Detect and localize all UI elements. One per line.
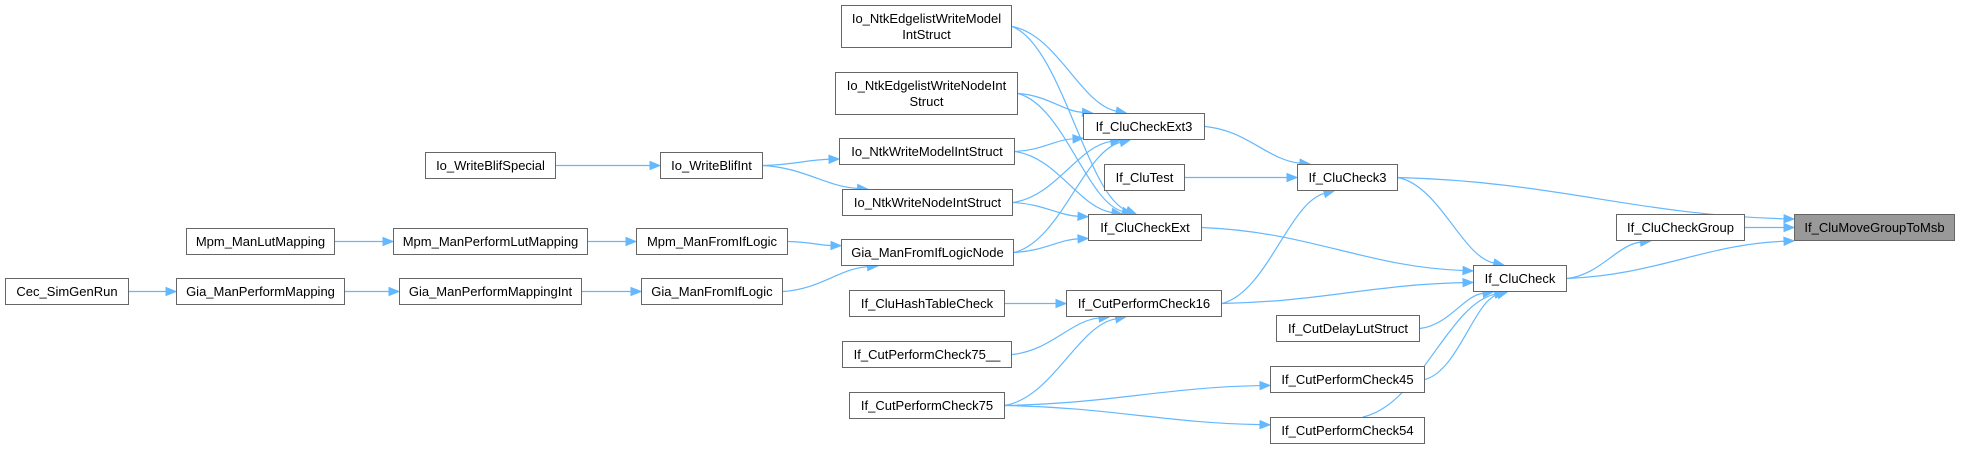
graph-node-if-cutperformcheck75[interactable]: If_CutPerformCheck75 [849,392,1005,419]
edge-cp75-to-cp16 [1004,318,1116,407]
edge-mfl-to-gfln [787,240,832,247]
edge-cce-to-cc [1201,226,1464,272]
graph-node-io-writeblifint[interactable]: Io_WriteBlifInt [660,152,763,179]
arrowhead-icon [630,286,643,297]
graph-node-io-ntkedgelistwritenodeintstruct[interactable]: Io_NtkEdgelistWriteNodeInt Struct [835,72,1018,115]
graph-node-mpm-manfromiflogic[interactable]: Mpm_ManFromIfLogic [636,228,788,255]
graph-node-if-clucheck[interactable]: If_CluCheck [1473,265,1567,292]
graph-node-cec-simgenrun[interactable]: Cec_SimGenRun [5,278,129,305]
edge-cce3-to-cc3 [1204,125,1300,164]
graph-node-if-cutperformcheck54[interactable]: If_CutPerformCheck54 [1270,417,1425,444]
arrowhead-icon [1055,298,1068,309]
graph-node-gia-manfromiflogicnode[interactable]: Gia_ManFromIfLogicNode [841,239,1014,266]
arrowhead-icon [1783,236,1796,247]
edge-cc-to-ccg [1566,241,1641,280]
edge-cp75-to-cp45 [1004,384,1261,407]
arrowhead-icon [649,160,662,171]
arrowhead-icon [388,286,401,297]
edge-nwn-to-cce3 [1012,140,1111,204]
graph-node-if-clucheckgroup[interactable]: If_CluCheckGroup [1616,214,1745,241]
edge-cp45-to-cc [1424,293,1498,381]
graph-node-if-cutperformcheck75--[interactable]: If_CutPerformCheck75__ [842,341,1012,368]
arrowhead-icon [382,236,395,247]
edge-ewm-to-cce3 [1011,25,1117,112]
arrowhead-icon [1259,380,1272,391]
graph-node-if-cutperformcheck16[interactable]: If_CutPerformCheck16 [1066,290,1222,317]
edge-gfln-to-cce [1013,238,1079,254]
edge-ewm-to-cce [1011,25,1127,212]
arrowhead-icon [1783,222,1796,233]
graph-node-if-clucheck3[interactable]: If_CluCheck3 [1297,164,1398,191]
arrowhead-icon [1783,214,1796,224]
graph-node-if-cluhashtablecheck[interactable]: If_CluHashTableCheck [849,290,1005,317]
arrowhead-icon [165,286,178,297]
edge-gfl-to-gfln [782,266,868,293]
edge-gfln-to-cce3 [1013,141,1121,254]
graph-node-io-writeblifspecial[interactable]: Io_WriteBlifSpecial [425,152,556,179]
arrowhead-icon [1462,265,1475,276]
arrowhead-icon [1077,211,1090,221]
graph-node-io-ntkedgelistwritemodelintstruct[interactable]: Io_NtkEdgelistWriteModel IntStruct [841,5,1012,48]
arrowhead-icon [1259,419,1272,430]
edge-cp16-to-cc [1221,282,1464,305]
graph-node-io-ntkwritenodeintstruct[interactable]: Io_NtkWriteNodeIntStruct [842,189,1013,216]
edge-ewn-to-cce3 [1017,92,1083,113]
arrowhead-icon [1462,277,1475,288]
edge-cdls-to-cc [1419,292,1484,330]
edge-cc3-to-cmg [1397,176,1785,220]
graph-node-if-clumovegrouptomsb[interactable]: If_CluMoveGroupToMsb [1794,214,1955,241]
arrowhead-icon [1077,234,1090,244]
edge-nwn-to-cce [1012,201,1079,217]
graph-node-gia-manperformmappingint[interactable]: Gia_ManPerformMappingInt [399,278,582,305]
edge-nwm-to-cce [1014,150,1113,214]
graph-node-gia-manperformmapping[interactable]: Gia_ManPerformMapping [176,278,345,305]
edge-wbi-to-nwn [762,164,858,190]
graph-node-if-cutperformcheck45[interactable]: If_CutPerformCheck45 [1270,366,1425,393]
arrowhead-icon [830,240,843,251]
arrowhead-icon [1072,134,1085,144]
graph-node-if-cutdelaylutstruct[interactable]: If_CutDelayLutStruct [1276,315,1420,342]
graph-node-mpm-manlutmapping[interactable]: Mpm_ManLutMapping [186,228,335,255]
graph-node-if-clucheckext[interactable]: If_CluCheckExt [1088,214,1202,241]
edge-cc3-to-cc [1397,176,1495,264]
edge-wbi-to-nwm [762,158,830,167]
arrowhead-icon [625,236,638,247]
graph-node-mpm-manperformlutmapping[interactable]: Mpm_ManPerformLutMapping [393,228,588,255]
edge-cp75-to-cp54 [1004,404,1261,426]
arrowhead-icon [828,154,841,164]
graph-node-io-ntkwritemodelintstruct[interactable]: Io_NtkWriteModelIntStruct [839,138,1015,165]
edge-cp75u-to-cp16 [1011,317,1100,356]
edge-cc-to-cmg [1566,240,1785,280]
edge-cp54-to-cc [1362,293,1496,418]
edge-ewn-to-cce [1017,92,1123,213]
arrowhead-icon [1286,172,1299,183]
edge-nwm-to-cce3 [1014,138,1074,153]
graph-node-gia-manfromiflogic[interactable]: Gia_ManFromIfLogic [641,278,783,305]
graph-node-if-clucheckext3[interactable]: If_CluCheckExt3 [1083,113,1205,140]
edge-cp16-to-cc3 [1221,192,1325,305]
graph-node-if-clutest[interactable]: If_CluTest [1104,164,1185,191]
